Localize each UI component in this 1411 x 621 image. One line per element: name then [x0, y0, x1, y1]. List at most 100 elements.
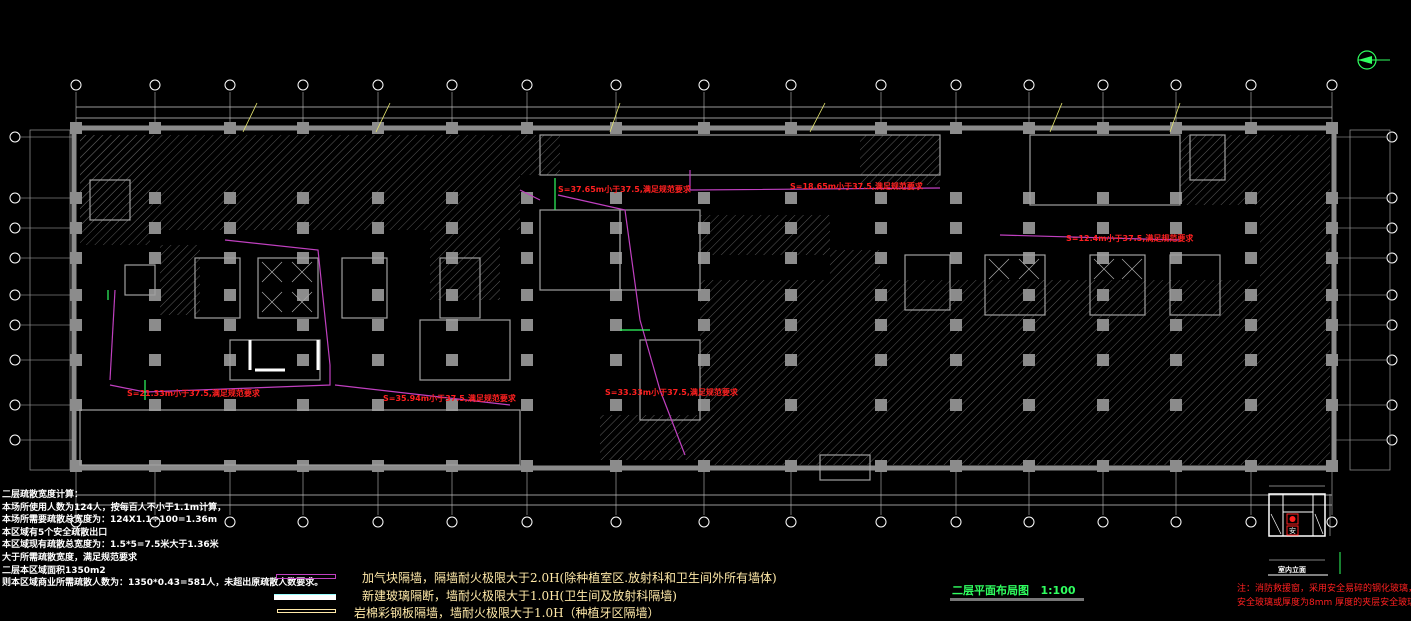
- column: [950, 354, 962, 366]
- column: [1326, 192, 1338, 204]
- column: [372, 460, 384, 472]
- axis-bubble: [9, 434, 21, 446]
- legend-swatch-aac-wall: [276, 574, 336, 579]
- calc-note-line: 本场所使用人数为124人，按每百人不小于1.1m计算，: [2, 502, 227, 513]
- column: [950, 252, 962, 264]
- column: [875, 460, 887, 472]
- hatched-area: [600, 415, 720, 460]
- leader-line: [242, 102, 258, 133]
- column: [70, 252, 82, 264]
- elevator-cross: [1121, 258, 1143, 280]
- column: [70, 192, 82, 204]
- hatched-area: [700, 215, 830, 255]
- column: [610, 460, 622, 472]
- column: [610, 354, 622, 366]
- column: [1326, 122, 1338, 134]
- column: [70, 222, 82, 234]
- column: [610, 319, 622, 331]
- room-outline: [419, 319, 511, 381]
- column: [1326, 252, 1338, 264]
- axis-bubble: [1245, 516, 1257, 528]
- column: [610, 252, 622, 264]
- column: [950, 319, 962, 331]
- column: [950, 289, 962, 301]
- column: [950, 192, 962, 204]
- evacuation-path: [999, 234, 1181, 241]
- room-outline: [904, 254, 951, 311]
- column: [1245, 222, 1257, 234]
- hatched-areas: [80, 135, 1330, 465]
- column: [149, 222, 161, 234]
- calc-note-line: 大于所需疏散宽度，满足规范要求: [2, 552, 138, 563]
- column: [70, 399, 82, 411]
- axis-bubble: [224, 516, 236, 528]
- interior-rooms: [79, 134, 1226, 481]
- axis-bubble: [698, 516, 710, 528]
- leader-line: [809, 102, 826, 133]
- grid-axes-top: [70, 79, 1338, 128]
- column: [297, 122, 309, 134]
- column: [1023, 222, 1035, 234]
- column: [1326, 289, 1338, 301]
- legend-swatch-glass-partition: [274, 594, 336, 600]
- column: [521, 222, 533, 234]
- column: [1097, 319, 1109, 331]
- evacuation-path: [109, 239, 331, 393]
- column: [785, 222, 797, 234]
- evacuation-path: [334, 384, 511, 406]
- room-outline: [984, 254, 1046, 316]
- column: [1326, 319, 1338, 331]
- rescue-window-detail: [1268, 485, 1341, 576]
- column: [446, 354, 458, 366]
- column: [521, 354, 533, 366]
- distance-annotation: S=35.94m小于37.5,满足规范要求: [383, 394, 516, 403]
- column: [698, 192, 710, 204]
- hatched-area: [1260, 200, 1330, 280]
- axis-bubble: [446, 516, 458, 528]
- room-outline: [639, 339, 701, 421]
- calc-note-line: 二层本区域面积1350m2: [2, 565, 106, 576]
- axis-bubble: [785, 516, 797, 528]
- column: [1097, 354, 1109, 366]
- axis-bubble: [372, 516, 384, 528]
- column: [297, 354, 309, 366]
- detail-label: 室内立面: [1278, 566, 1306, 574]
- axis-bubble: [70, 79, 82, 91]
- axis-bubble: [521, 516, 533, 528]
- column: [224, 399, 236, 411]
- column: [224, 192, 236, 204]
- hatched-area: [80, 135, 520, 230]
- column: [521, 460, 533, 472]
- elevator-cross: [261, 291, 283, 313]
- axis-bubble: [1386, 252, 1398, 264]
- column: [70, 319, 82, 331]
- column: [1245, 354, 1257, 366]
- column: [1023, 460, 1035, 472]
- room-outline: [1089, 254, 1146, 316]
- room-outline: [341, 257, 388, 319]
- drawing-title-text: 二层平面布局图: [952, 584, 1029, 597]
- axis-bubble: [1170, 79, 1182, 91]
- axis-bubble: [950, 79, 962, 91]
- column: [875, 252, 887, 264]
- legend-label: 新建玻璃隔断，墙耐火极限大于1.0H(卫生间及放射科隔墙): [362, 589, 677, 603]
- column: [1170, 319, 1182, 331]
- evacuation-calc-notes: 二层疏散宽度计算： 本场所使用人数为124人，按每百人不小于1.1m计算， 本场…: [2, 489, 323, 590]
- axis-bubble: [1326, 79, 1338, 91]
- column: [1245, 252, 1257, 264]
- column: [446, 222, 458, 234]
- leader-line: [375, 102, 391, 133]
- column: [785, 289, 797, 301]
- column: [297, 192, 309, 204]
- column: [224, 222, 236, 234]
- distance-annotation: S=18.65m小于37.5,满足规范要求: [790, 182, 923, 191]
- calc-note-line: 本区域有5个安全疏散出口: [2, 527, 108, 538]
- column: [1023, 354, 1035, 366]
- elevator-cross: [261, 261, 283, 283]
- column: [785, 192, 797, 204]
- column: [1245, 460, 1257, 472]
- column: [610, 192, 622, 204]
- column: [149, 192, 161, 204]
- axis-bubble: [9, 319, 21, 331]
- column: [446, 192, 458, 204]
